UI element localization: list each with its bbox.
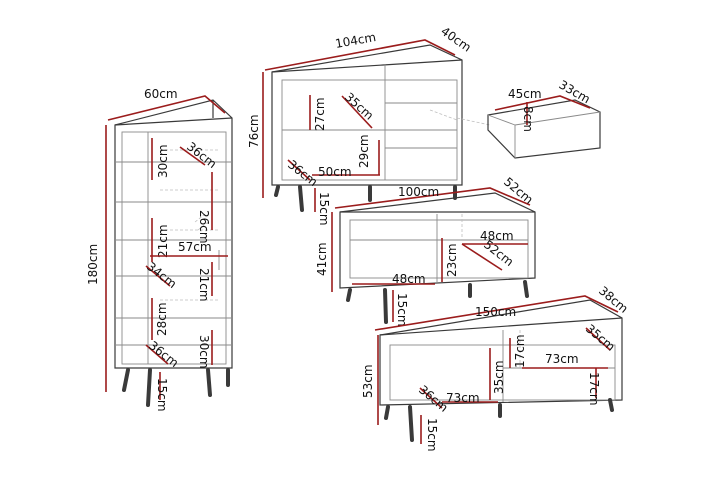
- drawer-callout: [456, 117, 491, 126]
- drawer: 45cm 33cm 8cm: [487, 77, 601, 159]
- tv-bench-outline: [379, 299, 623, 406]
- tv-bench-leg: [408, 405, 414, 442]
- coffee-table-inner-height-label: 23cm: [445, 243, 459, 277]
- coffee-table-inner-width-bottom-label: 48cm: [392, 272, 426, 286]
- tall-cabinet-leg: [122, 368, 130, 392]
- sideboard-depth-bottom-label: 36cm: [285, 157, 320, 189]
- coffee-table-leg-height-label: 15cm: [395, 293, 409, 327]
- depth-label-3: 36cm: [146, 338, 181, 370]
- sideboard-inner-height-label: 29cm: [357, 134, 371, 168]
- shelf-height-label-2: 26cm: [197, 210, 211, 244]
- sideboard: 104cm 40cm 76cm 27cm 35cm 36cm 50cm 29cm…: [247, 24, 491, 226]
- shelf-height-label-6: 30cm: [197, 335, 211, 369]
- tall-cabinet-leg: [146, 368, 152, 407]
- depth-label-2: 34cm: [144, 259, 179, 291]
- tv-bench-left-width-label: 73cm: [446, 391, 480, 405]
- tv-bench-right-depth-label: 35cm: [583, 322, 618, 354]
- tall-cabinet-shelves: [115, 161, 232, 346]
- shelf-height-label-5: 28cm: [155, 302, 169, 336]
- sideboard-height-label: 76cm: [247, 114, 261, 148]
- drawer-outline: [487, 99, 601, 159]
- depth-label-1: 36cm: [184, 139, 219, 171]
- drawer-height-label: 8cm: [521, 106, 535, 132]
- drawer-width-label: 45cm: [508, 87, 542, 101]
- sideboard-shelf-depth-label: 35cm: [342, 90, 376, 123]
- tv-bench: 150cm 38cm 53cm 35cm 73cm 17cm 17cm 35cm…: [361, 284, 631, 452]
- sideboard-shelf-height-label: 27cm: [313, 97, 327, 131]
- shelf-height-label-4: 21cm: [197, 268, 211, 302]
- tv-bench-right-height-a-label: 17cm: [513, 334, 527, 368]
- coffee-table-height-label: 41cm: [315, 242, 329, 276]
- tv-bench-right-height-b-label: 17cm: [587, 372, 601, 406]
- tall-cabinet-width-label: 60cm: [144, 87, 178, 101]
- sideboard-width-label: 104cm: [334, 30, 377, 51]
- tall-cabinet-height-label: 180cm: [86, 244, 100, 285]
- sideboard-leg-height-label: 15cm: [317, 192, 331, 226]
- tv-bench-height-label: 53cm: [361, 364, 375, 398]
- tv-bench-depth-label: 38cm: [596, 284, 631, 316]
- tv-bench-right-width-label: 73cm: [545, 352, 579, 366]
- shelf-height-label-3: 21cm: [156, 224, 170, 258]
- tv-bench-width-line: [374, 295, 619, 331]
- inner-width-label: 57cm: [178, 240, 212, 254]
- sideboard-width-line: [264, 39, 456, 71]
- tv-bench-center-height-label: 35cm: [492, 360, 506, 394]
- sideboard-outline: [271, 44, 463, 186]
- coffee-table-depth-label: 52cm: [501, 175, 536, 207]
- tv-bench-leg-height-label: 15cm: [425, 418, 439, 452]
- tall-cabinet: 60cm 180cm 30cm 36cm 26cm 21cm 57cm 21cm…: [86, 87, 233, 412]
- coffee-table-width-label: 100cm: [398, 185, 439, 199]
- coffee-table-width-line: [334, 187, 531, 209]
- sideboard-inner-width-label: 50cm: [318, 165, 352, 179]
- shelf-height-label-1: 30cm: [156, 144, 170, 178]
- coffee-table-outline: [339, 192, 536, 289]
- tall-cabinet-leg: [206, 368, 212, 397]
- coffee-table-inner-width-top-label: 48cm: [480, 229, 514, 243]
- tall-cabinet-width-line: [107, 95, 226, 121]
- coffee-table: 100cm 52cm 41cm 48cm 23cm 52cm 48cm 15cm: [315, 175, 536, 327]
- tall-cabinet-outline: [114, 99, 233, 369]
- coffee-table-leg: [383, 288, 388, 324]
- tall-cabinet-leg-height-label: 15cm: [155, 378, 169, 412]
- tv-bench-width-label: 150cm: [475, 305, 516, 319]
- sideboard-leg: [298, 185, 304, 212]
